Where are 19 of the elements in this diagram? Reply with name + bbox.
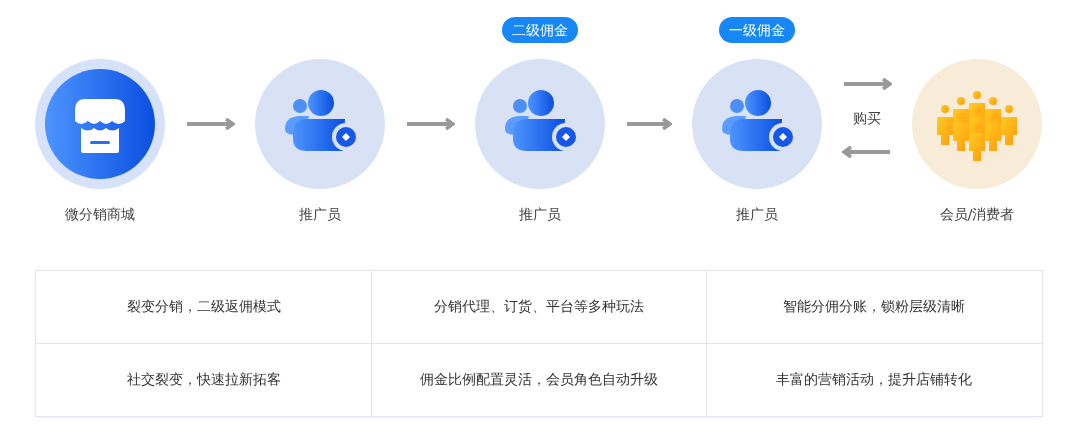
edge-label: 购买 — [851, 108, 883, 128]
arrow — [842, 145, 890, 159]
node-label: 推广员 — [299, 206, 341, 222]
commission-badge: 一级佣金 — [719, 17, 795, 43]
table-cell-text: 丰富的营销活动，提升店铺转化 — [775, 371, 972, 389]
arrow — [844, 77, 892, 91]
table-cell-text: 智能分佣分账，锁粉层级清晰 — [782, 298, 965, 316]
arrow — [627, 117, 672, 131]
node-label: 会员/消费者 — [939, 206, 1015, 222]
node-label: 推广员 — [736, 206, 778, 222]
table-cell-text: 社交裂变，快速拉新拓客 — [126, 371, 281, 389]
arrow — [187, 117, 235, 131]
arrow — [407, 117, 455, 131]
table-cell-text: 分销代理、订货、平台等多种玩法 — [433, 298, 644, 316]
node-label: 推广员 — [519, 206, 561, 222]
commission-badge: 二级佣金 — [502, 17, 578, 43]
table-cell-text: 佣金比例配置灵活，会员角色自动升级 — [419, 371, 658, 389]
node-label: 微分销商城 — [65, 206, 135, 222]
table-cell-text: 裂变分销，二级返佣模式 — [126, 298, 281, 316]
